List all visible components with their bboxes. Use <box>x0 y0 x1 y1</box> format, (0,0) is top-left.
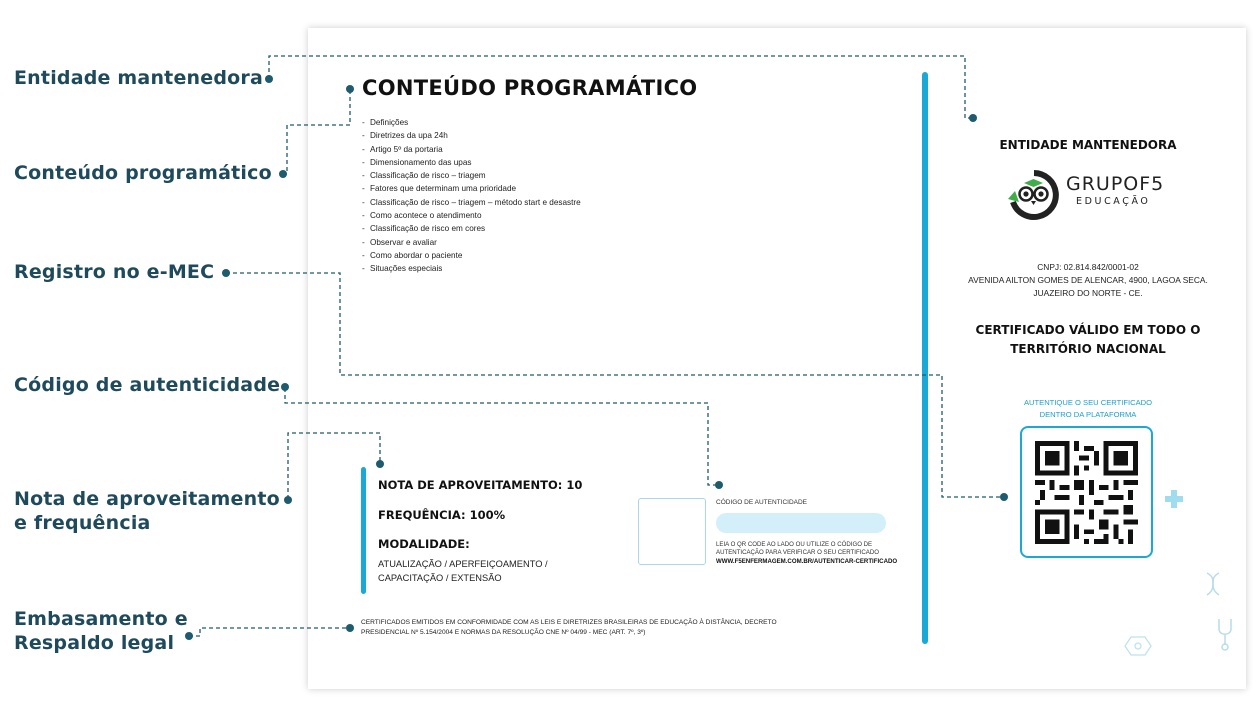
callout-nota-line-1: Nota de aproveitamento <box>14 488 280 510</box>
topic-item: Artigo 5º da portaria <box>362 143 581 156</box>
authenticate-line-1: AUTENTIQUE O SEU CERTIFICADO <box>1023 398 1153 407</box>
stethoscope-icon <box>1218 619 1232 651</box>
auth-code-label: CÓDIGO DE AUTENTICIDADE <box>716 499 808 506</box>
callout-nota-line-2: e frequência <box>14 512 151 534</box>
divider-accent-bar <box>922 72 928 644</box>
dna-icon <box>1206 572 1220 596</box>
modality-values: ATUALIZAÇÃO / APERFEIÇOAMENTO / CAPACITA… <box>378 559 548 583</box>
plus-icon <box>1165 490 1183 508</box>
connector-dot <box>284 496 292 504</box>
attendance-text: FREQUÊNCIA: 100% <box>378 508 506 522</box>
callout-embasamento-line-1: Embasamento e <box>14 608 188 630</box>
callout-nota-label: Nota de aproveitamento e frequência <box>14 487 280 535</box>
callout-conteudo-label: Conteúdo programático <box>14 162 272 184</box>
connector-dot <box>281 383 289 391</box>
legal-basis-text: CERTIFICADOS EMITIDOS EM CONFORMIDADE CO… <box>361 619 777 637</box>
auth-code-field <box>716 513 886 533</box>
auth-instructions: LEIA O QR CODE AO LADO OU UTILIZE O CÓDI… <box>716 541 916 566</box>
program-content-title: CONTEÚDO PROGRAMÁTICO <box>362 76 698 100</box>
topic-item: Como abordar o paciente <box>362 249 581 262</box>
topic-item: Definições <box>362 116 581 129</box>
molecule-icon <box>1124 636 1152 656</box>
connector-dot <box>279 170 287 178</box>
qr-code-card[interactable] <box>1020 426 1153 558</box>
validity-line-2: TERRITÓRIO NACIONAL <box>1010 342 1166 356</box>
address-text: AVENIDA AILTON GOMES DE ALENCAR, 4900, L… <box>968 275 1208 285</box>
city-text: JUAZEIRO DO NORTE - CE. <box>1033 288 1143 298</box>
cnpj-text: CNPJ: 02.814.842/0001-02 <box>1037 262 1139 272</box>
callout-codigo-label: Código de autenticidade <box>14 374 281 396</box>
auth-qr-placeholder <box>638 498 706 565</box>
callout-registro-label: Registro no e-MEC <box>14 261 215 283</box>
callout-embasamento-line-2: Respaldo legal <box>14 632 175 654</box>
grupo-f5-logo: GRUPOF5 EDUCAÇÃO <box>1006 169 1176 221</box>
topic-item: Classificação de risco – triagem <box>362 169 581 182</box>
grade-text: NOTA DE APROVEITAMENTO: 10 <box>378 478 583 492</box>
authenticate-line-2: DENTRO DA PLATAFORMA <box>1039 409 1137 419</box>
topic-item: Como acontece o atendimento <box>362 209 581 222</box>
callout-entidade-label: Entidade mantenedora <box>14 67 263 89</box>
logo-sub-text: EDUCAÇÃO <box>1076 196 1151 207</box>
qr-code-icon <box>1035 441 1138 544</box>
authenticate-caption: AUTENTIQUE O SEU CERTIFICADO DENTRO DA P… <box>988 397 1188 421</box>
connector-dot <box>265 75 273 83</box>
topic-item: Classificação de risco em cores <box>362 222 581 235</box>
connector-dot <box>222 269 230 277</box>
entity-title: ENTIDADE MANTENEDORA <box>999 138 1177 152</box>
callout-embasamento-label: Embasamento e Respaldo legal <box>14 607 188 655</box>
auth-url: WWW.F5ENFERMAGEM.COM.BR/AUTENTICAR-CERTI… <box>716 557 898 565</box>
topic-item: Classificação de risco – triagem – métod… <box>362 196 581 209</box>
topic-list: Definições Diretrizes da upa 24h Artigo … <box>362 116 581 276</box>
logo-main-text: GRUPOF5 <box>1066 173 1165 195</box>
topic-item: Dimensionamento das upas <box>362 156 581 169</box>
topic-item: Situações especiais <box>362 262 581 275</box>
topic-item: Diretrizes da upa 24h <box>362 129 581 142</box>
grade-accent-bar <box>361 467 366 594</box>
modality-label: MODALIDADE: <box>378 537 470 551</box>
auth-instructions-text: LEIA O QR CODE AO LADO OU UTILIZE O CÓDI… <box>716 541 879 557</box>
topic-item: Fatores que determinam uma prioridade <box>362 182 581 195</box>
validity-statement: CERTIFICADO VÁLIDO EM TODO O TERRITÓRIO … <box>958 321 1218 359</box>
logo-owl-icon <box>1008 170 1059 220</box>
validity-line-1: CERTIFICADO VÁLIDO EM TODO O <box>975 323 1201 337</box>
entity-registration: CNPJ: 02.814.842/0001-02 AVENIDA AILTON … <box>948 261 1228 300</box>
topic-item: Observar e avaliar <box>362 236 581 249</box>
